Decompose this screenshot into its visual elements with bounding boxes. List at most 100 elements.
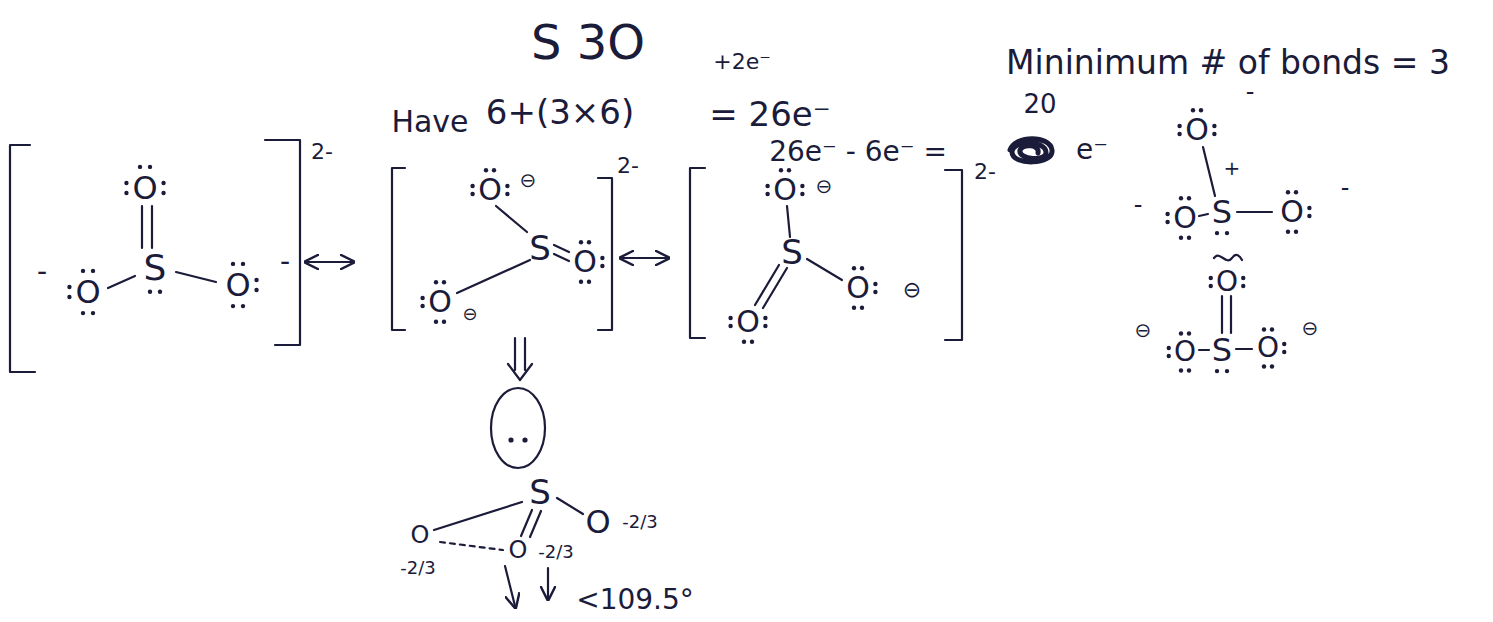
electron-dot [231, 262, 235, 266]
atom-symbol: O [773, 175, 797, 205]
electron-dot [1270, 327, 1274, 331]
label-holder: Mininimum # of bonds = 3 [1006, 46, 1450, 79]
double-bond [142, 206, 152, 248]
bracket [945, 170, 962, 340]
resonance-arrow [622, 257, 667, 259]
electron-dot [860, 306, 864, 310]
note-text: = 26e⁻ [709, 97, 830, 131]
charge-sign: ⊖ [462, 305, 477, 323]
note-text: e⁻ [1076, 136, 1108, 164]
atom-symbol: O [585, 506, 610, 538]
label-holder: = 26e⁻ [709, 97, 830, 131]
label-holder: - [280, 248, 290, 276]
electron-dot [1307, 214, 1311, 218]
electron-dot [1187, 331, 1191, 335]
resonance-arrow [307, 261, 352, 263]
electron-dot [728, 324, 732, 328]
dipole-arrow [547, 568, 549, 598]
label-holder: O [1185, 115, 1209, 145]
label-holder: ⊖ [520, 170, 537, 190]
electron-dot [852, 266, 856, 270]
lobe-electrons [508, 437, 527, 442]
electron-dot [1177, 132, 1181, 136]
electron-dot [1179, 331, 1183, 335]
double-bond [1222, 296, 1231, 333]
electron-dot [1165, 220, 1169, 224]
electron-dot [505, 192, 509, 196]
label-holder: 2- [617, 155, 639, 177]
atom-symbol: O [1185, 115, 1209, 145]
label-holder: 26e⁻ - 6e⁻ = [769, 138, 947, 166]
electron-dot [1286, 230, 1290, 234]
electron-dot [1225, 231, 1229, 235]
electron-dot [124, 191, 128, 195]
electron-dot [1179, 236, 1183, 240]
electron-dot [779, 168, 783, 172]
electron-dot [852, 306, 856, 310]
atom-symbol: O [846, 273, 870, 303]
electron-dot [873, 282, 877, 286]
electron-dot [1179, 196, 1183, 200]
electron-dot [420, 304, 424, 308]
electron-dot [505, 184, 509, 188]
electron-dot [1225, 369, 1229, 373]
electron-dot [1212, 124, 1216, 128]
tilde-mark [1214, 255, 1242, 260]
label-holder: - [1341, 176, 1350, 200]
implies-arrow [508, 338, 532, 380]
charge-sign: - [1134, 193, 1143, 217]
electron-dot [148, 165, 152, 169]
label-holder: - [37, 258, 47, 286]
atom-symbol: O [1280, 197, 1304, 227]
label-holder: O [509, 538, 528, 562]
charge-sign: + [1224, 158, 1241, 178]
double-bond [755, 265, 787, 308]
label-holder: O [75, 276, 100, 308]
single-bond [807, 259, 842, 280]
dashed-bond [440, 542, 503, 550]
label-holder: S [1212, 334, 1232, 366]
electron-dot [522, 437, 527, 442]
electron-dot [484, 168, 488, 172]
single-bond [496, 206, 527, 232]
electron-dot [1307, 206, 1311, 210]
charge-sign: ⊖ [1302, 318, 1319, 338]
label-holder: -2/3 [400, 559, 435, 577]
electron-dot [763, 316, 767, 320]
electron-dot [470, 184, 474, 188]
label-holder: ⊖ [816, 176, 833, 196]
label-holder: S [529, 475, 551, 509]
label-holder: 2- [974, 161, 996, 183]
atom-symbol: O [478, 175, 502, 205]
electron-dot [1262, 364, 1266, 368]
electron-dot [231, 304, 235, 308]
electron-dot [124, 181, 128, 185]
label-holder: Have [391, 107, 468, 137]
single-bond [1236, 348, 1252, 350]
label-holder: S [1212, 196, 1232, 228]
single-bond [1199, 214, 1208, 216]
label-holder: O [428, 287, 452, 317]
atom-symbol: O [428, 287, 452, 317]
label-holder: O [225, 269, 250, 301]
electron-dot [442, 320, 446, 324]
single-bond [787, 206, 790, 237]
atom-symbol: S [144, 250, 167, 286]
note-text: 26e⁻ - 6e⁻ = [769, 138, 947, 166]
lone-pair-lobe [491, 388, 545, 468]
atom-symbol: O [736, 307, 760, 337]
label-holder: e⁻ [1076, 136, 1108, 164]
label-holder: 2- [311, 141, 333, 163]
charge-sign: - [37, 258, 47, 286]
atom-symbol: S [529, 475, 551, 509]
electron-dot [1199, 108, 1203, 112]
lone-pair-dots [67, 108, 1311, 373]
label-holder: S [781, 235, 803, 269]
label-holder: <109.5° [576, 586, 694, 614]
single-bond [1237, 211, 1272, 213]
electron-dot [800, 192, 804, 196]
electron-dot [600, 264, 604, 268]
electron-dot [148, 290, 152, 294]
atom-symbol: O [225, 269, 250, 301]
